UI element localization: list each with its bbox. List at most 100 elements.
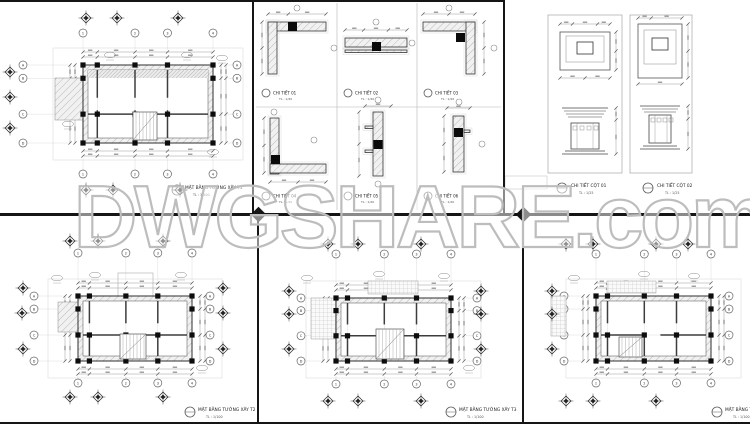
svg-text:D: D [728, 359, 731, 363]
svg-text:D: D [33, 359, 36, 363]
frame-v1 [252, 0, 254, 215]
title-block-t3: MẶT BẰNG TƯỜNG XÂY T3 TL : 1/100 [445, 405, 517, 419]
svg-text:4: 4 [450, 252, 452, 256]
frame-horizontal [0, 213, 750, 216]
svg-text:C: C [300, 334, 303, 338]
svg-text:1: 1 [77, 381, 79, 385]
frame-v2 [503, 0, 505, 215]
svg-text:2: 2 [134, 172, 136, 176]
sheet-title: MẶT BẰNG TƯỜNG XÂY T1 [185, 183, 243, 191]
svg-text:1: 1 [82, 31, 84, 35]
svg-text:4: 4 [212, 172, 214, 176]
detail-scale: TL : 1/20 [440, 200, 454, 204]
detail-label-4: CHI TIẾT 04 TL : 1/20 [261, 191, 297, 204]
detail-scale: TL : 1/25 [664, 191, 679, 195]
svg-text:C: C [476, 334, 479, 338]
svg-text:4: 4 [212, 31, 214, 35]
svg-text:C: C [728, 333, 731, 337]
svg-text:2: 2 [134, 31, 136, 35]
svg-text:3: 3 [166, 31, 168, 35]
svg-text:2: 2 [383, 252, 385, 256]
svg-text:1: 1 [595, 381, 597, 385]
svg-text:2: 2 [125, 381, 127, 385]
detail-scale: TL : 1/20 [278, 200, 292, 204]
title-block-t2: MẶT BẰNG TƯỜNG XÂY T2 TL : 1/100 [184, 405, 256, 419]
sheet-column-details: CHI TIẾT CỘT 01 TL : 1/25 CHI TIẾT CỘT 0… [505, 0, 750, 213]
svg-text:B: B [236, 77, 239, 81]
svg-text:3: 3 [675, 252, 677, 256]
svg-text:2: 2 [125, 251, 127, 255]
svg-text:D: D [236, 141, 239, 145]
svg-text:2: 2 [643, 252, 645, 256]
detail-label-1: CHI TIẾT 01 TL : 1/20 [261, 88, 297, 101]
svg-text:D: D [300, 359, 303, 363]
svg-text:B: B [209, 307, 212, 311]
svg-text:C: C [33, 333, 36, 337]
detail-title: CHI TIẾT 04 [273, 193, 297, 199]
svg-text:1: 1 [82, 172, 84, 176]
svg-text:3: 3 [415, 252, 417, 256]
svg-text:2: 2 [643, 381, 645, 385]
column-detail-label-2: CHI TIẾT CỘT 02 TL : 1/25 [642, 181, 693, 195]
detail-title: CHI TIẾT 02 [355, 90, 379, 96]
svg-text:2: 2 [383, 382, 385, 386]
svg-text:3: 3 [157, 251, 159, 255]
detail-label-3: CHI TIẾT 03 TL : 1/20 [423, 88, 459, 101]
svg-text:B: B [728, 307, 731, 311]
detail-scale: TL : 1/20 [360, 97, 374, 101]
frame-v4 [522, 215, 524, 423]
svg-text:C: C [236, 112, 239, 116]
svg-text:3: 3 [675, 381, 677, 385]
svg-text:4: 4 [450, 382, 452, 386]
column-detail-label-1: CHI TIẾT CỘT 01 TL : 1/25 [556, 181, 607, 195]
frame-bottom [0, 422, 750, 424]
detail-scale: TL : 1/25 [578, 191, 593, 195]
svg-text:A: A [22, 63, 25, 67]
svg-text:B: B [300, 309, 303, 313]
wall-details-drawing [256, 3, 501, 210]
svg-text:A: A [33, 294, 36, 298]
sheet-scale: TL : 1/100 [466, 415, 484, 419]
svg-text:1: 1 [335, 252, 337, 256]
svg-text:C: C [22, 112, 25, 116]
detail-scale: TL : 1/20 [278, 97, 292, 101]
svg-text:D: D [476, 359, 479, 363]
detail-label-6: CHI TIẾT 06 TL : 1/20 [423, 191, 459, 204]
svg-text:4: 4 [191, 251, 193, 255]
svg-text:A: A [728, 294, 731, 298]
detail-scale: TL : 1/20 [440, 97, 454, 101]
svg-text:4: 4 [710, 381, 712, 385]
svg-text:A: A [209, 294, 212, 298]
svg-text:A: A [300, 296, 303, 300]
svg-text:D: D [563, 359, 566, 363]
detail-scale: TL : 1/20 [360, 200, 374, 204]
svg-text:1: 1 [335, 382, 337, 386]
svg-text:A: A [236, 63, 239, 67]
sheet-scale: TL : 1/100 [192, 193, 210, 197]
svg-text:4: 4 [710, 252, 712, 256]
detail-label-5: CHI TIẾT 05 TL : 1/20 [343, 191, 379, 204]
sheet-title: MẶT BẰNG TƯỜNG XÂY T2 [198, 405, 256, 413]
column-details-drawing [505, 14, 693, 190]
title-block-t4: MẶT BẰNG TƯỜNG XÂY T4 TL : 1/100 [711, 405, 750, 419]
detail-title: CHI TIẾT 03 [435, 90, 459, 96]
frame-v3 [257, 215, 259, 423]
sheet-title: MẶT BẰNG TƯỜNG XÂY T4 [725, 405, 750, 413]
detail-title: CHI TIẾT 05 [355, 193, 379, 199]
svg-text:B: B [33, 307, 36, 311]
svg-text:1: 1 [77, 251, 79, 255]
detail-label-2: CHI TIẾT 02 TL : 1/20 [343, 88, 379, 101]
detail-title: CHI TIẾT CỘT 02 [657, 181, 693, 189]
svg-text:D: D [22, 141, 25, 145]
svg-text:3: 3 [415, 382, 417, 386]
svg-text:3: 3 [157, 381, 159, 385]
svg-text:A: A [476, 296, 479, 300]
svg-text:B: B [22, 77, 25, 81]
sheet-wall-details: CHI TIẾT 01 TL : 1/20 CHI TIẾT 02 TL : 1… [254, 0, 503, 213]
sheet-title: MẶT BẰNG TƯỜNG XÂY T3 [459, 405, 517, 413]
